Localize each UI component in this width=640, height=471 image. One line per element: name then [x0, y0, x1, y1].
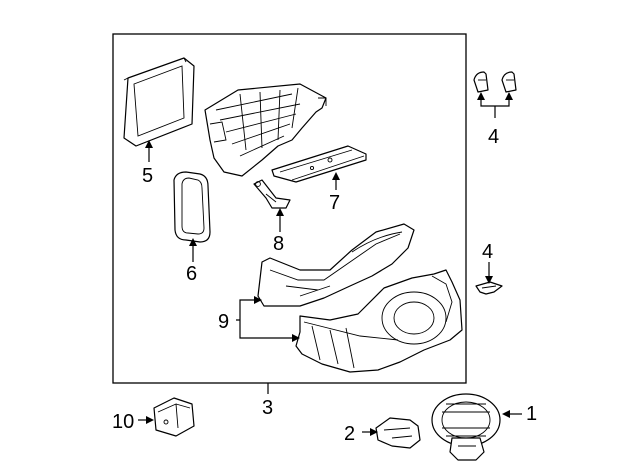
assembly-frame [112, 33, 467, 384]
callout-10: 10 [112, 411, 134, 433]
arrow-7 [332, 172, 340, 180]
arrow-2 [370, 428, 378, 436]
arrow-4-right [505, 92, 513, 100]
part-6-gasket[interactable] [173, 171, 211, 243]
part-3-blower-case[interactable] [295, 269, 463, 373]
part-4-clips-top[interactable] [473, 71, 517, 93]
callout-3: 3 [262, 397, 273, 419]
arrow-6 [189, 238, 197, 246]
callout-1: 1 [526, 403, 537, 425]
arrow-10 [146, 416, 154, 424]
part-7-cover-plate[interactable] [271, 145, 367, 183]
arrow-4-side [485, 276, 493, 284]
part-5-filter[interactable] [123, 57, 195, 147]
part-hvac-housing[interactable] [204, 83, 327, 177]
leader-4-top [480, 98, 510, 118]
arrow-4-left [477, 92, 485, 100]
part-8-lever[interactable] [253, 179, 291, 209]
part-10-resistor[interactable] [153, 397, 195, 437]
leader-9 [236, 299, 294, 339]
callout-7: 7 [329, 192, 340, 214]
callout-4-top: 4 [488, 126, 499, 148]
callout-9: 9 [218, 311, 229, 333]
callout-6: 6 [186, 263, 197, 285]
arrow-8 [276, 208, 284, 216]
callout-2: 2 [344, 423, 355, 445]
arrow-9b [292, 334, 300, 342]
part-2-connector[interactable] [375, 417, 421, 449]
callout-8: 8 [273, 233, 284, 255]
callout-5: 5 [142, 165, 153, 187]
part-1-blower-motor[interactable] [431, 393, 501, 461]
callout-4-side: 4 [482, 241, 493, 263]
arrow-9a [254, 296, 262, 304]
arrow-5 [145, 140, 153, 148]
part-9-scroll-housing[interactable] [257, 223, 415, 307]
arrow-1 [502, 410, 510, 418]
